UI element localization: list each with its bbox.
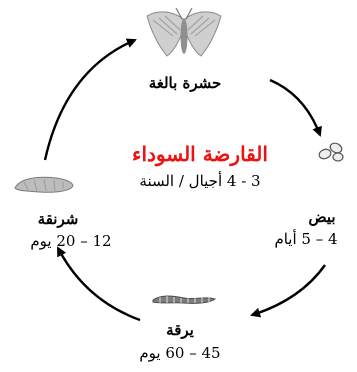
generations-per-year: 3 - 4 أجيال / السنة (120, 172, 280, 190)
stage-adult-label: حشرة بالغة (130, 74, 240, 92)
diagram-title: القارضة السوداء (112, 142, 288, 166)
stage-egg-duration: 4 – 5 أيام (258, 230, 354, 248)
arrow-adult-to-egg (270, 80, 320, 135)
arrow-egg-to-larva (252, 265, 325, 315)
pupa-image (12, 174, 76, 196)
stage-larva-label: يرقة (150, 321, 210, 339)
eggs-image (314, 138, 354, 164)
moth-image (143, 6, 225, 66)
stage-pupa-label: شرنقة (18, 210, 98, 228)
arrow-larva-to-pupa (58, 248, 140, 320)
stage-pupa-duration: 12 – 20 يوم (6, 232, 136, 250)
stage-larva-duration: 45 – 60 يوم (115, 344, 245, 362)
caterpillar-image (150, 290, 218, 308)
stage-egg-label: بيض (297, 208, 347, 226)
